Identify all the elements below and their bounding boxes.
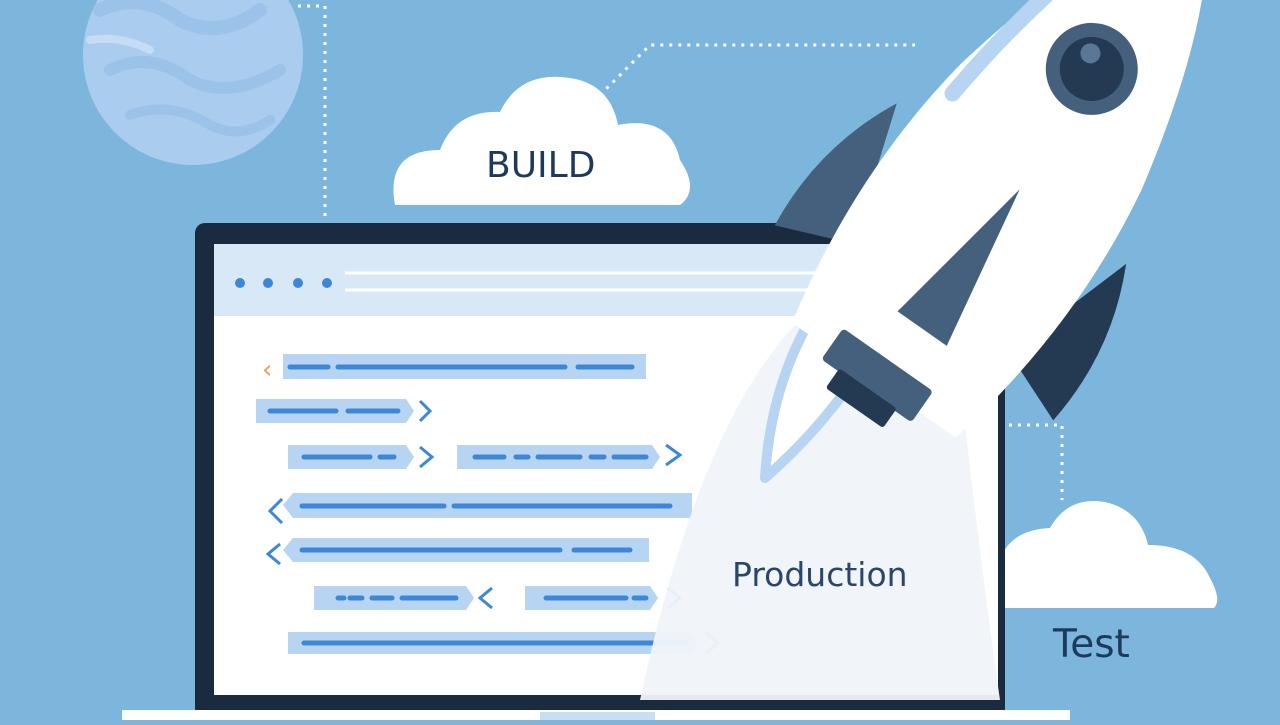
svg-text:‹: ‹ <box>262 355 272 385</box>
code-lines: ‹ <box>256 354 721 655</box>
cloud-icon <box>393 76 690 205</box>
cloud-icon <box>966 501 1218 608</box>
test-label: Test <box>1053 622 1130 667</box>
rocket-icon <box>774 0 1208 438</box>
build-label: BUILD <box>486 145 596 186</box>
connector-lines <box>298 4 1064 500</box>
planet-icon <box>83 0 303 165</box>
production-label: Production <box>732 555 908 594</box>
